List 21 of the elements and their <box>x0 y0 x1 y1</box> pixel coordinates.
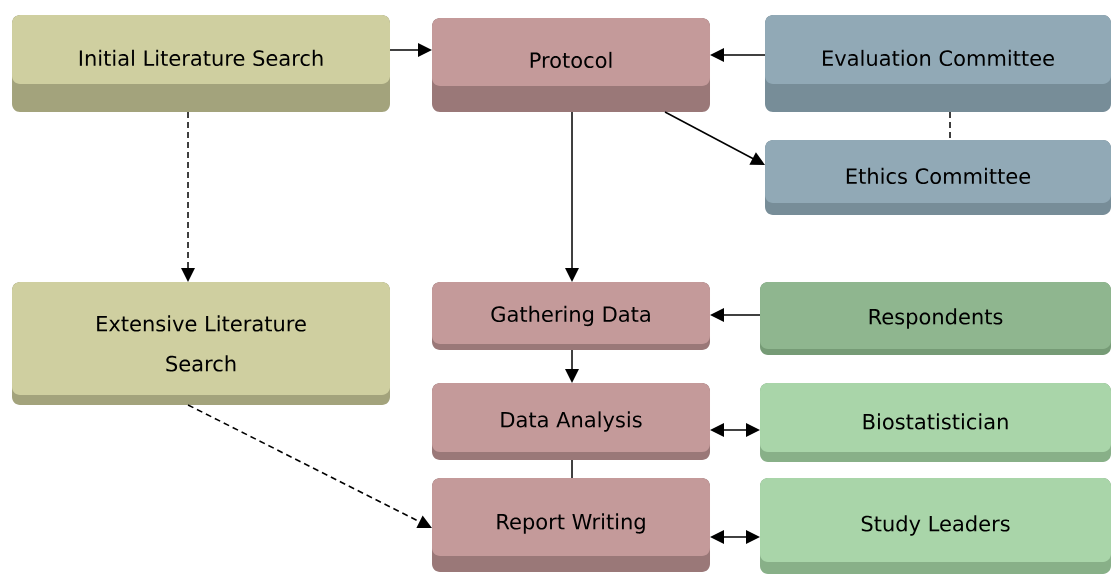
arrow <box>710 423 760 437</box>
arrow <box>664 111 765 165</box>
process-box: Extensive Literature Search <box>12 282 390 405</box>
arrow <box>565 349 579 383</box>
arrow <box>389 43 432 57</box>
process-box: Protocol <box>432 18 710 112</box>
process-box: Respondents <box>760 282 1111 355</box>
arrow <box>187 404 432 528</box>
process-box: Initial Literature Search <box>12 15 390 112</box>
process-box: Evaluation Committee <box>765 15 1111 112</box>
arrow <box>181 111 195 282</box>
process-box: Gathering Data <box>432 282 710 350</box>
arrow <box>710 530 760 544</box>
process-box: Study Leaders <box>760 478 1111 574</box>
process-box: Ethics Committee <box>765 140 1111 215</box>
arrow <box>710 48 766 62</box>
process-box: Biostatistician <box>760 383 1111 462</box>
arrow <box>565 111 579 282</box>
arrow <box>710 308 761 322</box>
process-box: Data Analysis <box>432 383 710 460</box>
process-box: Report Writing <box>432 478 710 572</box>
